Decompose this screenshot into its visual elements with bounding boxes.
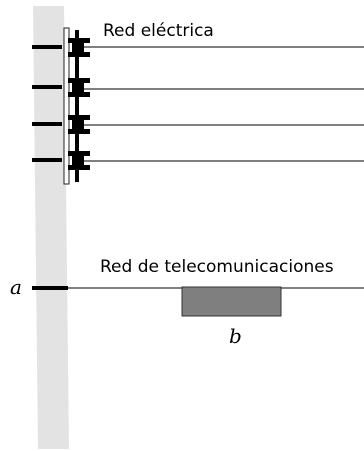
- insulator-core: [72, 153, 84, 167]
- insulator: [68, 92, 90, 97]
- label-b: b: [229, 324, 242, 348]
- insulator-mast: [75, 30, 79, 182]
- power-network: Red eléctrica: [32, 21, 364, 170]
- insulator: [68, 52, 90, 57]
- power-network-label: Red eléctrica: [103, 21, 214, 41]
- crossarm-stub: [32, 85, 62, 89]
- label-a: a: [10, 275, 22, 299]
- telecom-network-label: Red de telecomunicaciones: [100, 257, 334, 277]
- insulator-core: [72, 40, 84, 54]
- telecom-bracket: [32, 286, 68, 290]
- insulator-core: [72, 117, 84, 131]
- utility-pole: [33, 6, 69, 449]
- insulator: [68, 165, 90, 170]
- crossarm-stub: [32, 122, 62, 126]
- crossarm-stub: [32, 158, 62, 162]
- crossarm-stub: [32, 45, 62, 49]
- insulator-core: [72, 80, 84, 94]
- telecom-network: Red de telecomunicaciones a b: [10, 257, 364, 348]
- mounting-plate: [63, 27, 70, 185]
- insulator: [68, 129, 90, 134]
- telecom-box: [181, 286, 282, 317]
